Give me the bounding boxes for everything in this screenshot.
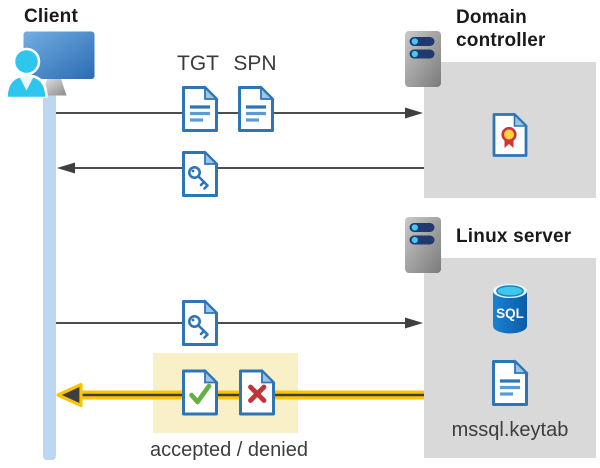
accepted-document-icon <box>182 368 219 416</box>
keytab-document-icon <box>492 359 529 406</box>
arrow-client-to-dc <box>56 107 423 119</box>
spn-label: SPN <box>233 52 277 75</box>
key-document-icon-2 <box>182 299 219 346</box>
result-caption: accepted / denied <box>150 439 308 461</box>
domain-controller-title: Domain controller <box>456 7 546 52</box>
sql-database-icon: SQL <box>493 284 527 334</box>
key-document-icon <box>182 150 219 197</box>
monitor-icon <box>23 31 95 79</box>
tgt-document-icon <box>182 85 219 132</box>
sql-database-label: SQL <box>496 306 524 321</box>
arrowhead-right-icon <box>405 107 423 119</box>
client-title: Client <box>24 6 78 27</box>
linux-server-title: Linux server <box>456 226 572 247</box>
keytab-filename-label: mssql.keytab <box>451 419 569 441</box>
cross-icon <box>248 384 267 403</box>
key-icon <box>188 165 209 190</box>
arrow-dc-to-client <box>57 162 424 174</box>
linux-server-icon <box>405 217 441 273</box>
client-lifeline <box>43 92 56 460</box>
tgt-label: TGT <box>177 52 219 75</box>
person-icon <box>5 47 48 98</box>
arrowhead-left-icon <box>56 382 83 408</box>
certificate-document-icon <box>492 112 528 157</box>
checkmark-icon <box>189 383 212 405</box>
arrowhead-right-icon <box>405 317 423 329</box>
key-icon <box>188 314 209 339</box>
arrowhead-left-icon <box>57 162 75 174</box>
monitor-stand <box>41 79 67 96</box>
arrow-client-to-linux <box>56 317 423 329</box>
rosette-seal-icon <box>501 126 517 148</box>
client-icon <box>5 31 95 98</box>
spn-document-icon <box>238 85 275 132</box>
domain-controller-server-icon <box>405 31 441 87</box>
denied-document-icon <box>239 368 276 416</box>
